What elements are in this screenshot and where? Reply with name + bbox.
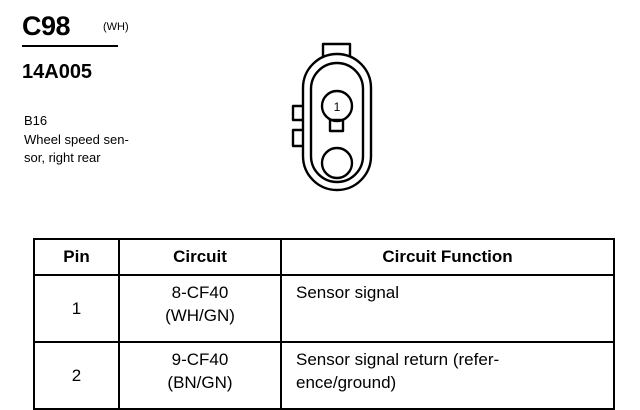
- circuit-number: 9-CF40: [171, 350, 229, 369]
- circuit-function-cell: Sensor signal return (refer- ence/ground…: [280, 341, 615, 410]
- component-description: Wheel speed sen- sor, right rear: [24, 131, 132, 167]
- pin-table: Pin Circuit Circuit Function 1 8-CF40 (W…: [33, 238, 615, 410]
- connector-id: C98: [22, 11, 71, 41]
- table-header-row: Pin Circuit Circuit Function: [33, 238, 615, 276]
- circuit-function-line: Sensor signal return (refer-: [296, 350, 500, 369]
- locking-tab: [321, 42, 352, 56]
- column-header-pin: Pin: [33, 238, 120, 276]
- circuit-cell: 9-CF40 (BN/GN): [118, 341, 282, 410]
- connector-housing-outer: [301, 52, 373, 192]
- connector-color: (WH): [103, 21, 129, 33]
- component-description-line: Wheel speed sen-: [24, 132, 129, 147]
- keying-rib: [291, 128, 303, 148]
- circuit-number: 8-CF40: [171, 283, 229, 302]
- pin-cell: 1: [33, 274, 120, 343]
- wire-color: (WH/GN): [165, 306, 235, 325]
- table-row: 1 8-CF40 (WH/GN) Sensor signal: [33, 274, 615, 343]
- wire-color: (BN/GN): [167, 373, 233, 392]
- connector-face-diagram: 1: [291, 42, 373, 192]
- pin-2-cavity: [320, 146, 354, 180]
- component-reference: B16: [24, 113, 48, 128]
- circuit-function-line: ence/ground): [296, 373, 397, 392]
- circuit-cell: 8-CF40 (WH/GN): [118, 274, 282, 343]
- circuit-function-line: Sensor signal: [296, 283, 400, 302]
- component-description-line: sor, right rear: [24, 150, 101, 165]
- part-number: 14A005: [22, 61, 93, 83]
- column-header-circuit-function: Circuit Function: [280, 238, 615, 276]
- pin-1-label: 1: [334, 100, 341, 114]
- keying-rib: [291, 104, 303, 122]
- connector-housing-inner: [309, 61, 365, 184]
- circuit-function-cell: Sensor signal: [280, 274, 615, 343]
- column-header-circuit: Circuit: [118, 238, 282, 276]
- pin-cell: 2: [33, 341, 120, 410]
- title-underline: [22, 45, 118, 47]
- table-row: 2 9-CF40 (BN/GN) Sensor signal return (r…: [33, 341, 615, 410]
- pin-1-key-notch: [328, 118, 345, 133]
